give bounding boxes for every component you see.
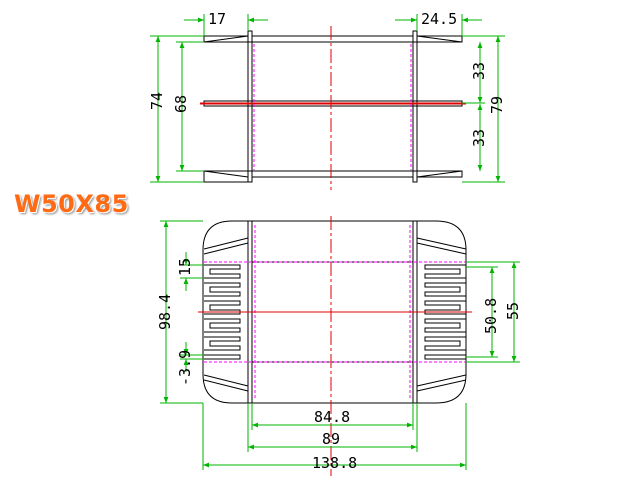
dim-window: 50.8	[482, 298, 500, 334]
top-view-dim-labels: 17 24.5 74 68 33 33 79	[148, 10, 506, 147]
front-view-centerlines	[198, 216, 472, 476]
dim-window-outer: 55	[504, 302, 522, 320]
top-view-centerlines	[200, 26, 466, 190]
dim-fin-pitch: 15	[176, 258, 194, 276]
front-view-dim-labels: 15 98.4 -3.9 50.8 55 84.8 89 138.8	[156, 258, 522, 472]
dim-outer: 79	[488, 96, 506, 114]
top-view-hidden-lines	[253, 44, 412, 170]
dim-right-flange: 24.5	[421, 10, 457, 28]
dim-total-height: 98.4	[156, 294, 174, 330]
dim-mid-width: 89	[322, 430, 340, 448]
dim-upper-half: 33	[470, 62, 488, 80]
top-view-dimensions	[150, 14, 505, 183]
top-view: 17 24.5 74 68 33 33 79	[148, 10, 506, 190]
front-view: 15 98.4 -3.9 50.8 55 84.8 89 138.8	[156, 216, 522, 476]
dim-fin-offset: -3.9	[176, 350, 194, 386]
top-view-outline	[203, 30, 463, 183]
model-label: W50X85	[14, 190, 129, 218]
dim-overall: 74	[148, 92, 166, 110]
dim-total-width: 138.8	[312, 454, 357, 472]
dim-lower-half: 33	[470, 129, 488, 147]
dim-inner: 68	[172, 95, 190, 113]
dim-inner-width: 84.8	[314, 408, 350, 426]
dim-left-flange: 17	[208, 10, 226, 28]
front-view-dimensions	[160, 220, 520, 470]
